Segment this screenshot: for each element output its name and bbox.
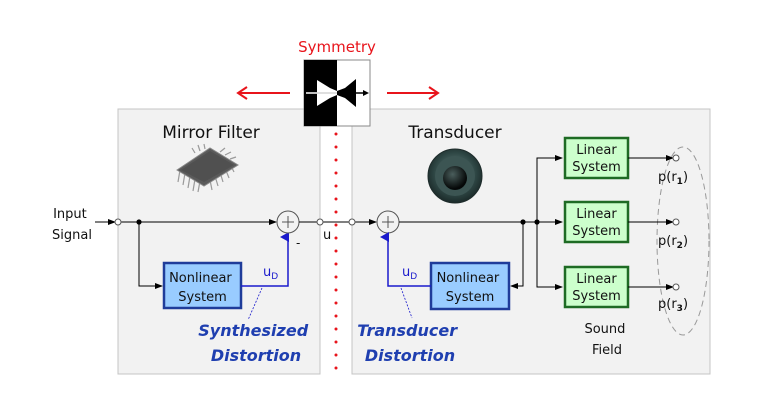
- symmetry-label: Symmetry: [298, 38, 376, 56]
- mirror-nonlinear-system-block[interactable]: Nonlinear System: [162, 261, 243, 310]
- transducer-panel: [351, 108, 711, 375]
- output-label-3: p(r3): [658, 297, 688, 314]
- symmetry-dot: [334, 301, 338, 305]
- symmetry-dot: [334, 184, 338, 188]
- transducer-distortion-caption: Transducer Distortion: [357, 321, 462, 365]
- symmetry-dot: [334, 145, 338, 149]
- symmetry-axis: [334, 132, 338, 370]
- symmetry-dot: [334, 262, 338, 266]
- svg-text:Nonlinear System: Nonlinear System: [169, 271, 236, 305]
- synthesized-distortion-caption: Synthesized Distortion: [198, 321, 313, 365]
- transducer-caption-pointer: [400, 287, 413, 319]
- symmetry-dot: [334, 171, 338, 175]
- transducer-summer: [376, 210, 400, 234]
- input-node: [114, 218, 122, 226]
- u-node-right: [348, 218, 356, 226]
- u-node-left: [316, 218, 324, 226]
- arrow-right-icon: [387, 86, 440, 100]
- symmetry-dot: [334, 236, 338, 240]
- mirror-filter-title: Mirror Filter: [162, 123, 260, 143]
- u-label: u: [323, 228, 331, 243]
- symmetry-dot: [334, 340, 338, 344]
- symmetry-dot: [334, 353, 338, 357]
- sound-field-label: Sound Field: [584, 322, 629, 358]
- output-node-2: [672, 218, 680, 226]
- input-signal-label: Input Signal: [52, 207, 92, 243]
- symmetry-dot: [334, 132, 338, 136]
- symmetry-dot: [334, 314, 338, 318]
- output-label-2: p(r2): [658, 234, 688, 251]
- mirror-ud-label: uD: [263, 265, 278, 282]
- symmetry-icon: [303, 59, 371, 127]
- output-label-1: p(r1): [658, 170, 688, 187]
- symmetry-dot: [334, 223, 338, 227]
- transducer-title: Transducer: [407, 123, 501, 143]
- symmetry-dot: [334, 327, 338, 331]
- arrow-left-icon: [236, 86, 290, 100]
- symmetry-dot: [334, 366, 338, 370]
- symmetry-dot: [334, 249, 338, 253]
- transducer-ud-label: uD: [402, 265, 417, 282]
- symmetry-dot: [334, 288, 338, 292]
- symmetry-dot: [334, 197, 338, 201]
- chip-icon: [176, 143, 239, 193]
- output-node-1: [672, 154, 680, 162]
- mirror-caption-pointer: [247, 287, 263, 321]
- speaker-icon: [427, 148, 483, 204]
- output-node-3: [672, 283, 680, 291]
- transducer-nonlinear-system-block[interactable]: Nonlinear System: [429, 261, 511, 311]
- minus-sign: -: [296, 236, 300, 250]
- symmetry-dot: [334, 210, 338, 214]
- sound-field-ellipse: [656, 146, 710, 336]
- svg-text:Nonlinear System: Nonlinear System: [437, 271, 504, 305]
- symmetry-dot: [334, 275, 338, 279]
- mirror-summer: [276, 210, 300, 234]
- symmetry-dot: [334, 158, 338, 162]
